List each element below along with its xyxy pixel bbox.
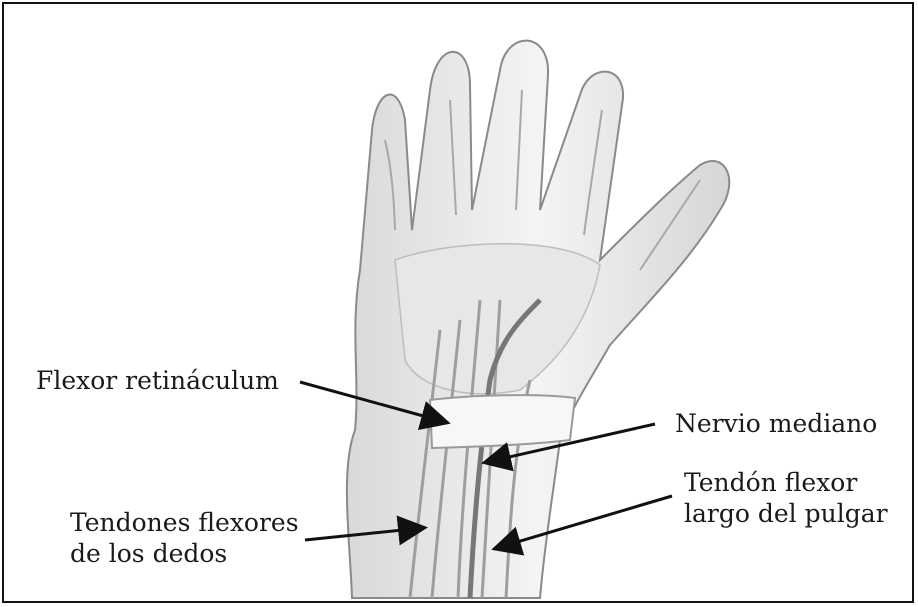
label-nervio-mediano: Nervio mediano [675, 408, 877, 439]
label-flexor-retinaculum: Flexor retináculum [36, 365, 279, 396]
label-tendon-flexor: Tendón flexor largo del pulgar [684, 467, 888, 529]
label-tendones-flexores: Tendones flexores de los dedos [70, 507, 299, 569]
flexor-retinaculum-band [430, 395, 575, 448]
label-tendon-flexor-line2: largo del pulgar [684, 498, 888, 529]
label-tendon-flexor-line1: Tendón flexor [684, 467, 888, 498]
label-tendones-flexores-line2: de los dedos [70, 538, 299, 569]
label-tendones-flexores-line1: Tendones flexores [70, 507, 299, 538]
